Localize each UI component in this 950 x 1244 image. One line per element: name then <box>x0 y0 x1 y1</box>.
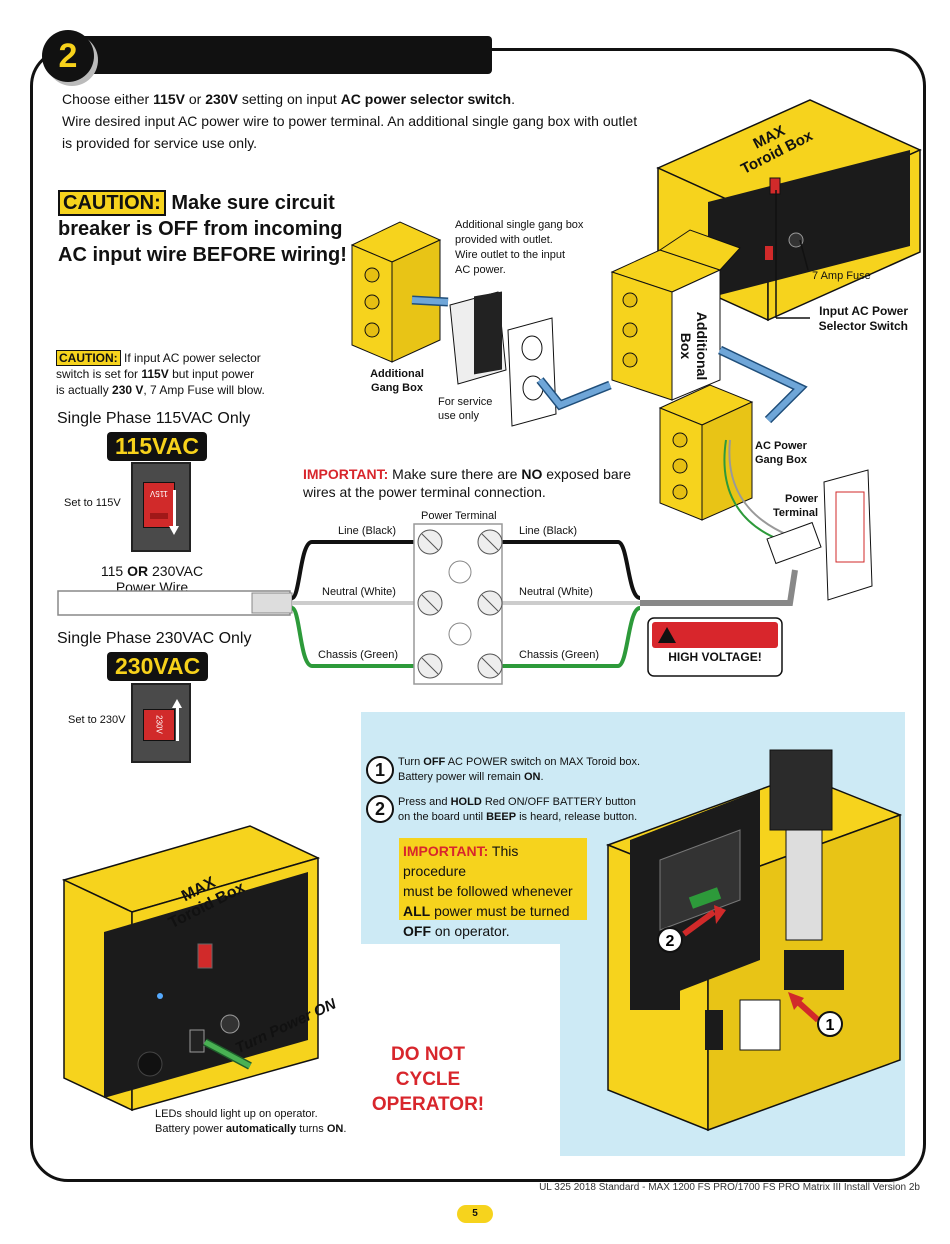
step-number: 2 <box>42 30 94 82</box>
caution-fuse-note: CAUTION: If input AC power selector swit… <box>56 350 265 397</box>
line-black-right: Line (Black) <box>519 525 578 537</box>
additional-gang-box <box>350 221 442 363</box>
terminal-title: Power Terminal <box>421 510 497 522</box>
outlet <box>449 291 507 385</box>
important-procedure-note: IMPORTANT: This procedure must be follow… <box>399 838 587 939</box>
step-2-text: Press and HOLD Red ON/OFF BATTERY button… <box>398 796 638 823</box>
step-2: 2 <box>366 795 394 823</box>
outlet-cover-plate <box>507 317 557 427</box>
step-header-bar <box>66 36 492 74</box>
toroid-box-bottom <box>61 825 321 1112</box>
neutral-white-right: Neutral (White) <box>519 586 593 598</box>
caution-label: CAUTION: <box>58 190 166 216</box>
terminal-screws <box>417 529 503 679</box>
single-phase-230-title: Single Phase 230VAC Only <box>57 630 252 647</box>
badge-230vac: 230VAC <box>107 652 209 681</box>
step-1: 1 <box>366 756 394 784</box>
shutdown-procedure-panel-lower <box>560 944 905 1156</box>
ac-power-gang-box <box>658 384 754 521</box>
leds-note: LEDs should light up on operator. Batter… <box>155 1108 347 1135</box>
set-115-label: Set to 115V <box>64 497 121 509</box>
set-230-label: Set to 230V <box>68 714 126 726</box>
chassis-green-left: Chassis (Green) <box>318 649 399 661</box>
switch-115-illustration: 115V <box>131 462 191 552</box>
caution-main: CAUTION: Make sure circuit breaker is OF… <box>58 190 347 266</box>
single-phase-115-title: Single Phase 115VAC Only <box>57 410 251 427</box>
step-1-text: Turn OFF AC POWER switch on MAX Toroid b… <box>398 756 641 783</box>
line-black-left: Line (Black) <box>338 525 397 537</box>
important-terminal-note: IMPORTANT: Make sure there are NO expose… <box>303 466 632 500</box>
neutral-white-left: Neutral (White) <box>322 586 396 598</box>
additional-box-label: Additional Box <box>678 311 710 381</box>
switch-230-illustration: 230V <box>131 683 191 763</box>
chassis-green-right: Chassis (Green) <box>519 649 600 661</box>
high-voltage-sign <box>647 617 783 677</box>
footer-text: UL 325 2018 Standard - MAX 1200 FS PRO/1… <box>539 1182 920 1193</box>
page-number: 5 <box>457 1205 493 1223</box>
intro-text: Choose either 115V or 230V setting on in… <box>62 91 638 151</box>
high-voltage-label: HIGH VOLTAGE! <box>668 650 762 664</box>
fuse-label: 7 Amp Fuse <box>812 270 871 282</box>
additional-box <box>610 229 741 401</box>
warning-plate <box>823 469 873 601</box>
badge-115vac: 115VAC <box>107 432 207 461</box>
